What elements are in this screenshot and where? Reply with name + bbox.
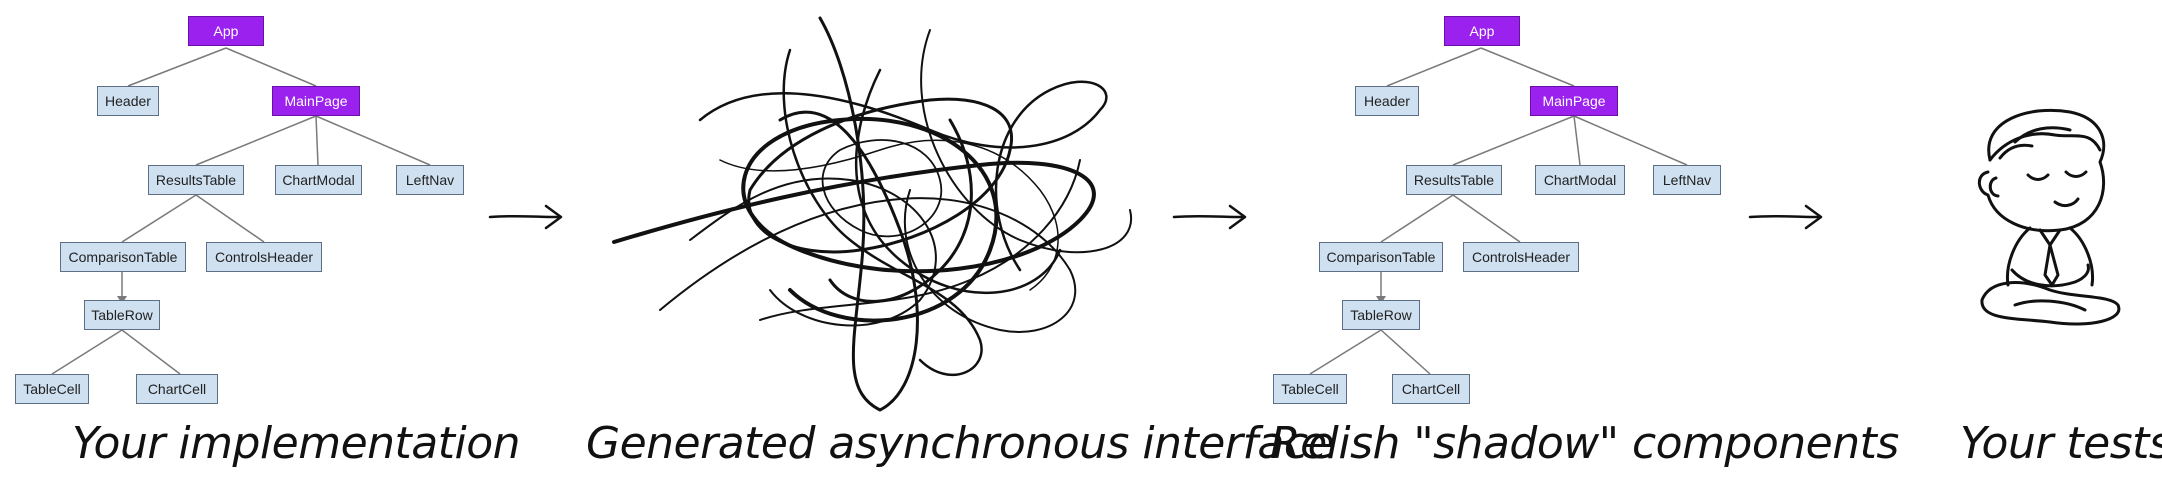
node-mainpage: MainPage [1530, 86, 1618, 116]
meditating-person-icon [1977, 108, 2121, 326]
arrow-right-icon [1172, 204, 1247, 230]
node-chartcell: ChartCell [1392, 374, 1470, 404]
node-comparisontable: ComparisonTable [60, 242, 186, 272]
node-controlsheader: ControlsHeader [206, 242, 322, 272]
node-resultstable: ResultsTable [148, 165, 244, 195]
node-leftnav: LeftNav [1653, 165, 1721, 195]
node-header: Header [97, 86, 159, 116]
node-controlsheader: ControlsHeader [1463, 242, 1579, 272]
arrow-right-icon [488, 204, 563, 230]
node-chartcell: ChartCell [136, 374, 218, 404]
shadow-tree-connectors [1309, 47, 1688, 375]
node-resultstable: ResultsTable [1406, 165, 1502, 195]
node-leftnav: LeftNav [396, 165, 464, 195]
tangled-scribble-icon [612, 16, 1133, 412]
caption-generated-interface: Generated asynchronous interface [586, 418, 1335, 469]
shadow-components-panel: App Header MainPage ResultsTable ChartMo… [1260, 0, 1780, 500]
node-mainpage: MainPage [272, 86, 360, 116]
node-tablerow: TableRow [84, 300, 160, 330]
node-header: Header [1355, 86, 1419, 116]
arrow-right-icon [1748, 204, 1823, 230]
node-chartmodal: ChartModal [275, 165, 362, 195]
node-comparisontable: ComparisonTable [1319, 242, 1443, 272]
implementation-tree-connectors [51, 47, 431, 375]
node-app: App [1444, 16, 1520, 46]
node-tablecell: TableCell [15, 374, 89, 404]
caption-your-tests: Your tests [1960, 418, 2162, 469]
node-tablecell: TableCell [1273, 374, 1347, 404]
implementation-panel: App Header MainPage ResultsTable ChartMo… [0, 0, 520, 500]
node-app: App [188, 16, 264, 46]
node-chartmodal: ChartModal [1535, 165, 1625, 195]
node-tablerow: TableRow [1342, 300, 1420, 330]
caption-your-implementation: Your implementation [72, 418, 521, 469]
caption-relish-shadow-components: Relish "shadow" components [1270, 418, 1899, 469]
